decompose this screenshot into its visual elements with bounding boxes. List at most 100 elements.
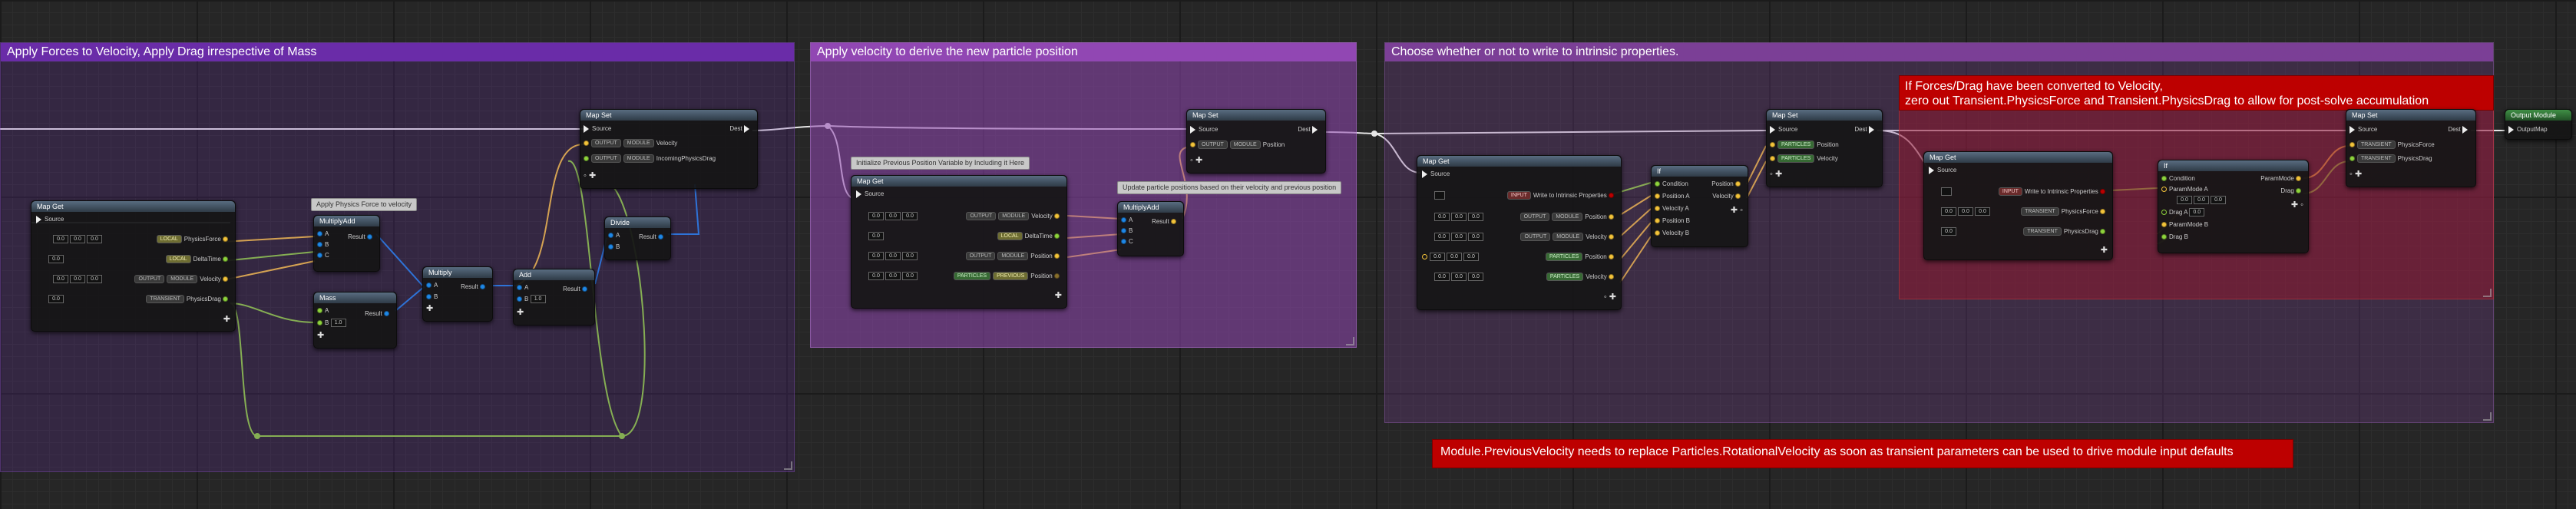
result-pin[interactable]: Result (1152, 217, 1179, 226)
position-out-pin[interactable]: Position (1711, 180, 1743, 189)
input-pin[interactable]: B (1121, 226, 1133, 236)
drag-a-pin[interactable]: Drag A 0.0 (2161, 208, 2206, 217)
checkbox[interactable] (1434, 191, 1447, 200)
banner-previous-velocity[interactable]: Module.PreviousVelocity needs to replace… (1432, 439, 2293, 468)
checkbox[interactable] (1941, 187, 1953, 197)
multiply-add-node[interactable]: MultiplyAdd A B C Result (313, 215, 380, 272)
input-pin[interactable]: A (1121, 216, 1133, 225)
divide-node[interactable]: Divide A B Result (604, 216, 671, 260)
source-pin[interactable]: Source (856, 190, 884, 199)
add-pin-button[interactable]: ◦ ✚ (584, 171, 597, 180)
add-pin-button[interactable]: ◦ ✚ (1190, 156, 1203, 165)
resize-handle[interactable] (2483, 289, 2492, 297)
add-pin-button[interactable]: ✚ (223, 315, 230, 324)
input-pin[interactable]: B (426, 293, 438, 302)
param-mode-out-pin[interactable]: ParamMode (2260, 174, 2303, 183)
drag-out-pin[interactable]: Drag (2280, 187, 2303, 196)
param-b-pin[interactable]: ParamMode B (2161, 220, 2208, 230)
add-pin-button[interactable]: ◦ ✚ (1603, 293, 1616, 302)
dest-pin[interactable]: Dest (1854, 125, 1877, 134)
banner-zero-out[interactable]: If Forces/Drag have been converted to Ve… (1899, 75, 2494, 111)
resize-handle[interactable] (1346, 337, 1354, 345)
mass-node[interactable]: Mass A B 1.0 ✚ Result (313, 292, 397, 349)
add-node[interactable]: Add A B 1.0 ✚ Result (513, 269, 595, 326)
result-pin[interactable]: Result (365, 309, 392, 319)
if-node[interactable]: If Condition Position A Velocity A Posit… (1651, 165, 1748, 247)
condition-pin[interactable]: Condition (1655, 180, 1688, 189)
source-pin[interactable]: Source (1422, 170, 1450, 179)
source-pin[interactable]: Source (1770, 125, 1797, 134)
result-pin[interactable]: Result (461, 283, 488, 292)
result-pin[interactable]: Result (639, 233, 666, 242)
default-value[interactable]: 0.0 (48, 295, 65, 304)
input-pin[interactable]: A (426, 281, 438, 290)
add-pin-button[interactable]: ✚ (1054, 291, 1062, 300)
add-pin-button[interactable]: ✚ ◦ (2290, 200, 2303, 210)
multiply-add-node[interactable]: MultiplyAdd A B C Result (1117, 201, 1184, 256)
input-pin[interactable]: B (608, 243, 620, 252)
velocity-a-pin[interactable]: Velocity A (1655, 204, 1689, 213)
input-pin[interactable]: A (517, 283, 528, 293)
multiply-node[interactable]: Multiply A B ✚ Result (422, 266, 493, 322)
source-pin[interactable]: Source (36, 215, 64, 224)
add-pin-button[interactable]: ✚ (317, 331, 325, 340)
input-pin[interactable]: A (317, 306, 329, 316)
input-pin[interactable]: A (317, 230, 329, 239)
input-pin[interactable]: B 1.0 (317, 319, 348, 328)
reroute-node[interactable] (619, 433, 625, 439)
position-b-pin[interactable]: Position B (1655, 216, 1690, 226)
add-pin-button[interactable]: ✚ ◦ (1730, 206, 1743, 215)
dest-pin[interactable]: Dest (2448, 125, 2471, 134)
default-value[interactable]: 0.0 (868, 232, 885, 241)
input-pin[interactable]: B (317, 240, 329, 250)
input-pin[interactable]: C (1121, 237, 1133, 246)
source-pin[interactable]: Source (2349, 125, 2377, 134)
reroute-node[interactable] (1371, 131, 1377, 137)
add-pin-button[interactable]: ✚ (2100, 246, 2108, 255)
source-pin[interactable]: Source (1929, 166, 1956, 175)
drag-b-pin[interactable]: Drag B (2161, 233, 2188, 242)
condition-pin[interactable]: Condition (2161, 174, 2195, 183)
add-pin-button[interactable]: ✚ (517, 308, 524, 317)
dest-pin[interactable]: Dest (729, 124, 752, 134)
add-pin-button[interactable]: ✚ (426, 304, 434, 313)
source-pin[interactable]: Source (1190, 125, 1218, 134)
reroute-node[interactable] (254, 433, 260, 439)
param-a-pin[interactable]: ParamMode A (2161, 185, 2208, 194)
source-pin[interactable]: Source (584, 124, 611, 134)
